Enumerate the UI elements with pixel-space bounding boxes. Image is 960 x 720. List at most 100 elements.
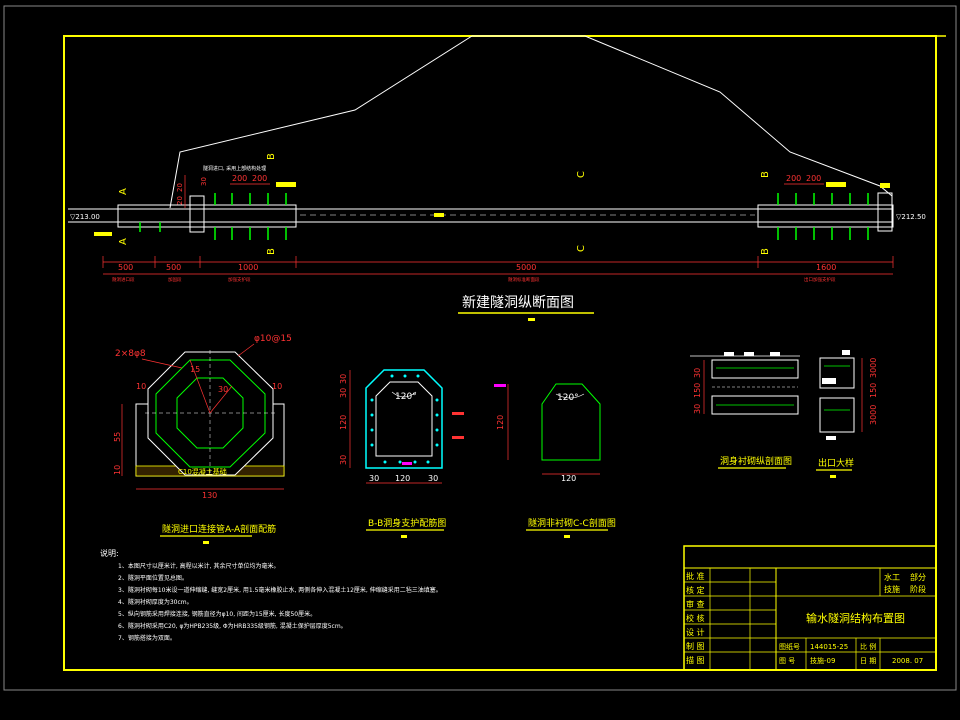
- vert-dim-2: 20: [176, 183, 184, 192]
- small-dim-right-2: 200: [806, 174, 821, 183]
- profile-title: 新建隧洞纵断面图: [462, 295, 574, 311]
- cc-angle: 120°: [557, 393, 579, 403]
- bb-title: B-B洞身支护配筋图: [368, 517, 446, 529]
- section-mark-b-left-top: B: [266, 153, 277, 160]
- inlet-rebar-ticks: [139, 193, 287, 240]
- aa-dim-bottom: 130: [202, 491, 217, 500]
- top-note: 隧洞进口, 采用上部结构处理: [203, 165, 266, 172]
- seg-note-1: 隧洞进口段: [112, 276, 135, 283]
- tb-row-6: 制 图: [686, 641, 705, 651]
- outlet-rebar-ticks: [777, 193, 869, 240]
- cc-title: 隧洞非衬砌C-C剖面图: [528, 517, 616, 529]
- aa-octagon-rebar: [155, 359, 266, 468]
- note-5: 5、纵向钢筋采用焊接连接, 钢筋直径为φ10, 间距为15厘米, 长度50厘米。: [118, 610, 316, 618]
- note-3: 3、隧洞衬砌每10米设一道伸缩缝, 缝宽2厘米, 用1.5毫米橡胶止水, 两侧各…: [118, 586, 442, 594]
- seg-note-4: 隧洞标准断面段: [508, 276, 540, 283]
- tb-field-date: 日 期: [860, 657, 876, 665]
- outlet-collar: [877, 192, 893, 232]
- tb-value-drawing: 技施-09: [810, 656, 835, 665]
- tb-value-no: 144015-25: [810, 643, 848, 651]
- bb-left-dim-4: 30: [339, 455, 348, 465]
- detail-right-dim-2: 150: [869, 383, 878, 398]
- small-dim-left-2: 200: [252, 174, 267, 183]
- section-mark-c-bottom: C: [576, 245, 587, 252]
- tb-value-date: 2008. 07: [892, 657, 923, 665]
- bb-left-dim-1: 30: [339, 374, 348, 384]
- tb-field-drawing: 图 号: [779, 657, 795, 665]
- center-marker: [434, 213, 444, 217]
- terrain-line: [169, 35, 893, 209]
- small-dim-right-1: 200: [786, 174, 801, 183]
- tunnel-longitudinal-profile: ▽213.00 ▽212.50 隧洞进口, 采用上部结构处理 A A B B C…: [68, 35, 926, 321]
- bb-bottom-dim-3: 30: [428, 474, 438, 483]
- note-4: 4、隧洞衬砌厚度为30cm。: [118, 598, 193, 606]
- detail-left-dim-1: 30: [693, 368, 702, 378]
- tb-row-3: 审 查: [686, 599, 705, 609]
- detail-right-title: 出口大样: [818, 457, 854, 469]
- notes-heading: 说明:: [100, 548, 119, 558]
- detail-right-lower: [819, 397, 855, 433]
- section-mark-c-top: C: [576, 171, 587, 178]
- detail-left-dim-2: 150: [693, 383, 702, 398]
- note-7: 7、钢筋搭接为双面。: [118, 634, 176, 642]
- tb-dept-a2: 部分: [910, 572, 926, 582]
- bb-lining-inner: [375, 381, 433, 457]
- right-arrow-flag: [880, 183, 890, 188]
- design-notes: 说明: 1、本图尺寸以厘米计, 高程以米计, 其余尺寸单位均为毫米。 2、隧洞平…: [100, 548, 442, 642]
- tb-dept-a: 水工: [884, 572, 900, 582]
- aa-octagon-outer: [147, 351, 274, 476]
- detail-right-dim-1: 3000: [869, 358, 878, 378]
- detail-left-bottom: [711, 395, 799, 415]
- note-2: 2、隧洞平面位置见总图。: [118, 574, 188, 582]
- section-bb: 120° 30 30 120 30 30 120 30 B-B洞身支护配筋图: [339, 369, 464, 538]
- tb-main-title: 输水隧洞结构布置图: [806, 611, 905, 625]
- section-cc: 120° 120 120 隧洞非衬砌C-C剖面图: [494, 383, 616, 538]
- tb-row-7: 描 图: [686, 655, 705, 665]
- aa-foundation-label: C10混凝土基础: [178, 467, 227, 476]
- aa-inner-dim-b: 30: [218, 385, 228, 394]
- title-block: 批 准 核 定 审 查 校 核 设 计 制 图 描 图 水工 部分 技施 阶段 …: [683, 545, 937, 671]
- bb-rebar-dots: [370, 374, 439, 464]
- section-mark-b-right-bottom: B: [760, 248, 771, 255]
- seg-note-5: 出口加强支护段: [804, 276, 836, 283]
- tb-row-2: 核 定: [686, 585, 705, 595]
- aa-rebar-label: φ10@15: [254, 334, 292, 344]
- dim-1600: 1600: [816, 263, 836, 272]
- outlet-marker-flag: [826, 182, 846, 187]
- aa-dim-right-top: 10: [272, 382, 282, 391]
- vert-dim-3: 30: [200, 177, 208, 186]
- small-dim-left-1: 200: [232, 174, 247, 183]
- aa-title: 隧洞进口连接管A-A剖面配筋: [162, 523, 276, 535]
- outlet-lining-block: [757, 204, 894, 228]
- section-mark-b-right-top: B: [760, 171, 771, 178]
- aa-holes-label: 2×8φ8: [115, 349, 146, 359]
- detail-left-title: 洞身衬砌纵剖面图: [720, 455, 792, 467]
- dim-500-b: 500: [166, 263, 181, 272]
- inlet-marker-flag: [276, 182, 296, 187]
- section-mark-a-top: A: [118, 188, 129, 195]
- bb-left-dim-3: 120: [339, 415, 348, 430]
- right-elevation: ▽212.50: [896, 213, 926, 221]
- bb-left-dim-2: 30: [339, 388, 348, 398]
- bb-bottom-dim-2: 120: [395, 474, 410, 483]
- tb-field-scale: 比 例: [860, 642, 876, 651]
- section-aa: 2×8φ8 φ10@15 15 30 10 10 55 10 C10混凝土基础 …: [113, 334, 292, 544]
- seg-note-2: 加固段: [168, 276, 182, 283]
- tb-row-1: 批 准: [686, 571, 705, 581]
- lining-detail: 30 150 30 3000 150 3000 洞身衬砌纵剖面图 出口大样: [690, 350, 878, 478]
- cc-bottom-dim: 120: [561, 474, 576, 483]
- detail-right-dim-3: 3000: [869, 405, 878, 425]
- section-mark-b-left-bottom: B: [266, 248, 277, 255]
- note-6: 6、隧洞衬砌采用C20, φ为HPB235级, Φ为HRB335级钢筋, 混凝土…: [118, 622, 347, 630]
- tb-row-4: 校 核: [686, 613, 705, 623]
- aa-octagon-inner: [176, 377, 244, 449]
- detail-left-dim-3: 30: [693, 404, 702, 414]
- aa-dim-side-a: 55: [113, 432, 122, 442]
- tb-field-no: 图纸号: [779, 642, 800, 651]
- aa-dim-side-b: 10: [113, 465, 122, 475]
- bb-angle: 120°: [395, 392, 417, 402]
- detail-left-top: [711, 359, 799, 379]
- dim-5000: 5000: [516, 263, 536, 272]
- aa-inner-dim-a: 15: [190, 365, 200, 374]
